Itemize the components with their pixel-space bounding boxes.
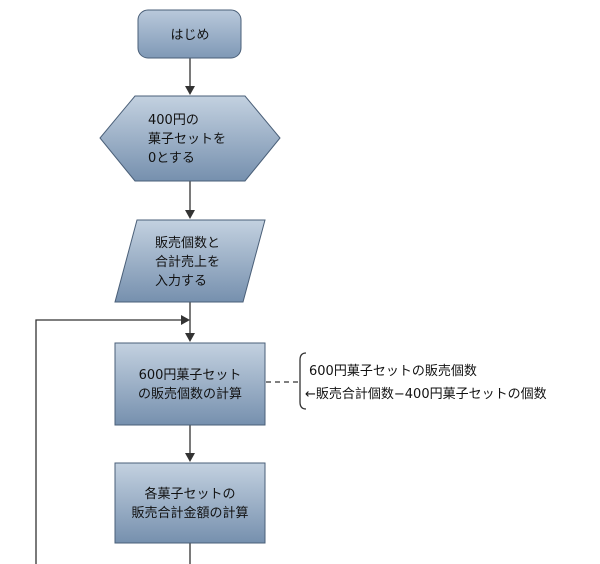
- input-label-line1: 販売個数と: [155, 235, 220, 251]
- arrowhead-calctotal: [185, 453, 195, 462]
- arrowhead-loop: [181, 315, 190, 325]
- input-parallelogram: [114, 219, 266, 303]
- arrowhead-init: [185, 86, 195, 95]
- calc600-process: [114, 342, 266, 426]
- input-label-line2: 合計売上を: [155, 254, 220, 270]
- init-label-line2: 菓子セットを: [148, 132, 226, 147]
- annotation-line1: 600円菓子セットの販売個数: [309, 363, 477, 379]
- calctotal-process: [114, 462, 266, 544]
- init-hexagon: [99, 95, 281, 182]
- connectors: [35, 58, 307, 564]
- calctotal-label-line1: 各菓子セットの: [144, 486, 235, 502]
- annotation-bracket: [299, 352, 307, 410]
- arrowhead-input: [185, 210, 195, 219]
- arrowhead-calc600: [185, 333, 195, 342]
- init-label-line1: 400円の: [148, 113, 199, 128]
- start-label: はじめ: [170, 28, 209, 43]
- input-label-line3: 入力する: [155, 274, 207, 289]
- calctotal-label-line2: 販売合計金額の計算: [131, 505, 248, 521]
- loop-back-line: [35, 319, 183, 564]
- start-terminal: [137, 9, 242, 59]
- annotation-line2: ←販売合計個数−400円菓子セットの個数: [305, 386, 547, 402]
- calc600-label-line1: 600円菓子セット: [139, 368, 242, 383]
- calc600-label-line2: の販売個数の計算: [138, 386, 242, 402]
- arrowheads: [181, 86, 195, 462]
- init-label-line3: 0とする: [148, 151, 195, 166]
